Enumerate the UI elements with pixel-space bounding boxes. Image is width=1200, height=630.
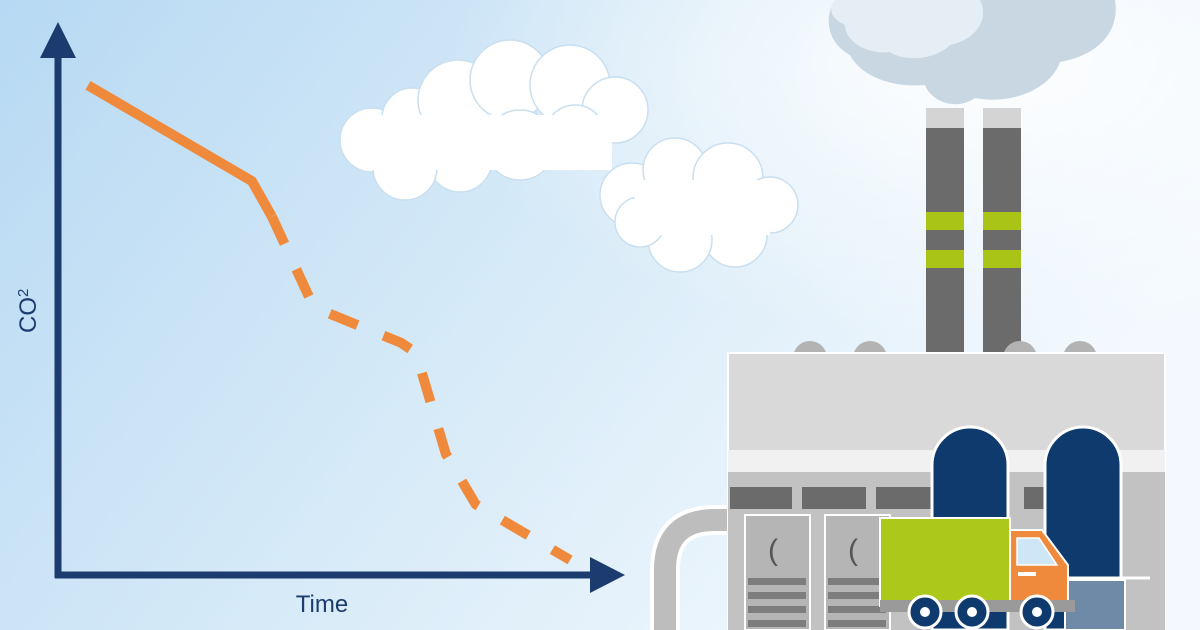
truck-window xyxy=(1016,537,1059,566)
panel-left-icon: ( xyxy=(768,534,778,567)
panel-middle-icon: ( xyxy=(848,534,858,567)
chimney-right-band-1 xyxy=(983,212,1021,230)
smoke-plume-light xyxy=(831,0,984,59)
window-row xyxy=(730,487,1046,509)
truck-door-handle xyxy=(1018,572,1036,576)
x-axis-arrow xyxy=(590,557,625,593)
vent-grilles xyxy=(748,578,886,627)
chimney-left-band-1 xyxy=(926,212,964,230)
chimney-right xyxy=(983,108,1021,356)
chart-axes xyxy=(40,22,625,593)
chimney-left-band-2 xyxy=(926,250,964,268)
truck-cargo xyxy=(879,517,1011,607)
co2-trend-line xyxy=(85,80,573,565)
x-axis-label: Time xyxy=(296,591,348,618)
chimney-left xyxy=(926,108,964,356)
pipe xyxy=(654,509,735,630)
chimney-right-cap xyxy=(983,108,1021,128)
y-axis-label: CO2 xyxy=(15,289,42,333)
y-axis-arrow xyxy=(40,22,76,58)
chimney-left-cap xyxy=(926,108,964,128)
cloud-large xyxy=(339,39,649,201)
cloud-small xyxy=(599,137,799,273)
trend-segment-solid xyxy=(85,80,277,220)
truck-wheels xyxy=(907,594,1055,630)
trend-segment-dashed xyxy=(267,214,573,565)
truck xyxy=(879,517,1075,630)
factory: ( ( xyxy=(650,108,1166,630)
chimney-right-band-2 xyxy=(983,250,1021,268)
